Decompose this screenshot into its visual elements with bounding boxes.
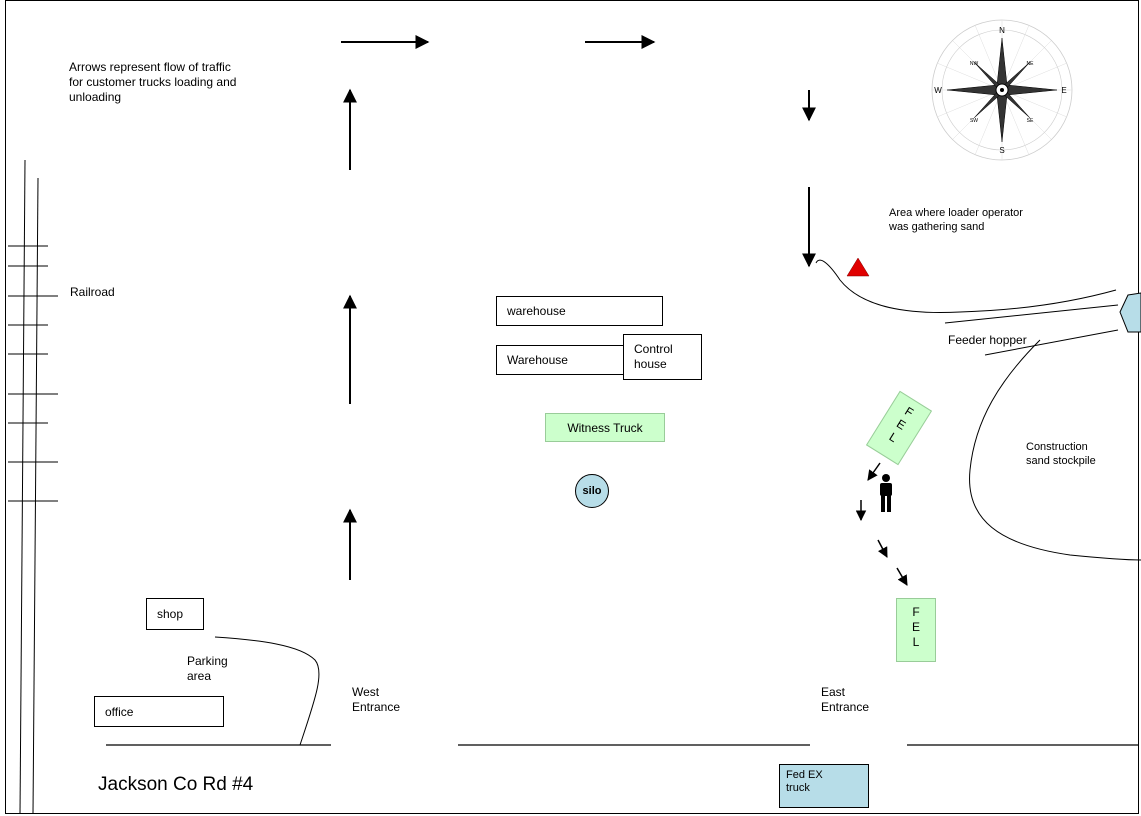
east-entrance-label: East Entrance <box>821 685 870 714</box>
silo: silo <box>575 474 609 508</box>
fel-lower-label: F E L <box>911 605 920 649</box>
diagram-frame <box>5 0 1139 814</box>
warehouse-upper: warehouse <box>496 296 663 326</box>
traffic-note: Arrows represent flow of traffic for cus… <box>69 60 237 104</box>
railroad-label: Railroad <box>70 285 115 299</box>
compass-e: E <box>1061 86 1066 95</box>
compass-ne: NE <box>1027 61 1035 67</box>
warning-triangle-icon <box>846 257 870 277</box>
traffic-arrow-icon <box>341 35 816 580</box>
railroad-track <box>8 159 58 815</box>
front-end-loader-lower: F E L <box>896 598 936 662</box>
warehouse-lower: Warehouse <box>496 345 624 375</box>
compass-rose-icon: N S E W NE NW SE SW <box>931 19 1073 161</box>
witness-truck: Witness Truck <box>545 413 665 442</box>
compass-nw: NW <box>970 61 979 67</box>
control-house: Control house <box>623 334 702 380</box>
feeder-hopper <box>1119 292 1141 333</box>
parking-area-label: Parking area <box>187 654 228 683</box>
feeder-hopper-conveyor <box>944 304 1119 356</box>
sand-gathering-edge <box>815 259 1117 313</box>
road-label: Jackson Co Rd #4 <box>98 774 254 795</box>
compass-n: N <box>999 26 1005 35</box>
compass-w: W <box>934 86 942 95</box>
shop-building: shop <box>146 598 204 630</box>
fedex-truck: Fed EX truck <box>779 764 869 808</box>
sand-stockpile-edge <box>969 339 1141 561</box>
compass-se: SE <box>1027 118 1034 124</box>
stockpile-label: Construction sand stockpile <box>1026 441 1096 467</box>
parking-area-boundary <box>214 636 320 746</box>
feeder-hopper-label: Feeder hopper <box>948 333 1027 347</box>
compass-sw: SW <box>970 118 978 124</box>
west-entrance-label: West Entrance <box>352 685 401 714</box>
path-arrow-icon <box>855 462 908 586</box>
loader-area-note: Area where loader operator was gathering… <box>889 207 1023 233</box>
office-building: office <box>94 696 224 727</box>
person-icon <box>880 474 892 512</box>
compass-s: S <box>999 146 1004 155</box>
